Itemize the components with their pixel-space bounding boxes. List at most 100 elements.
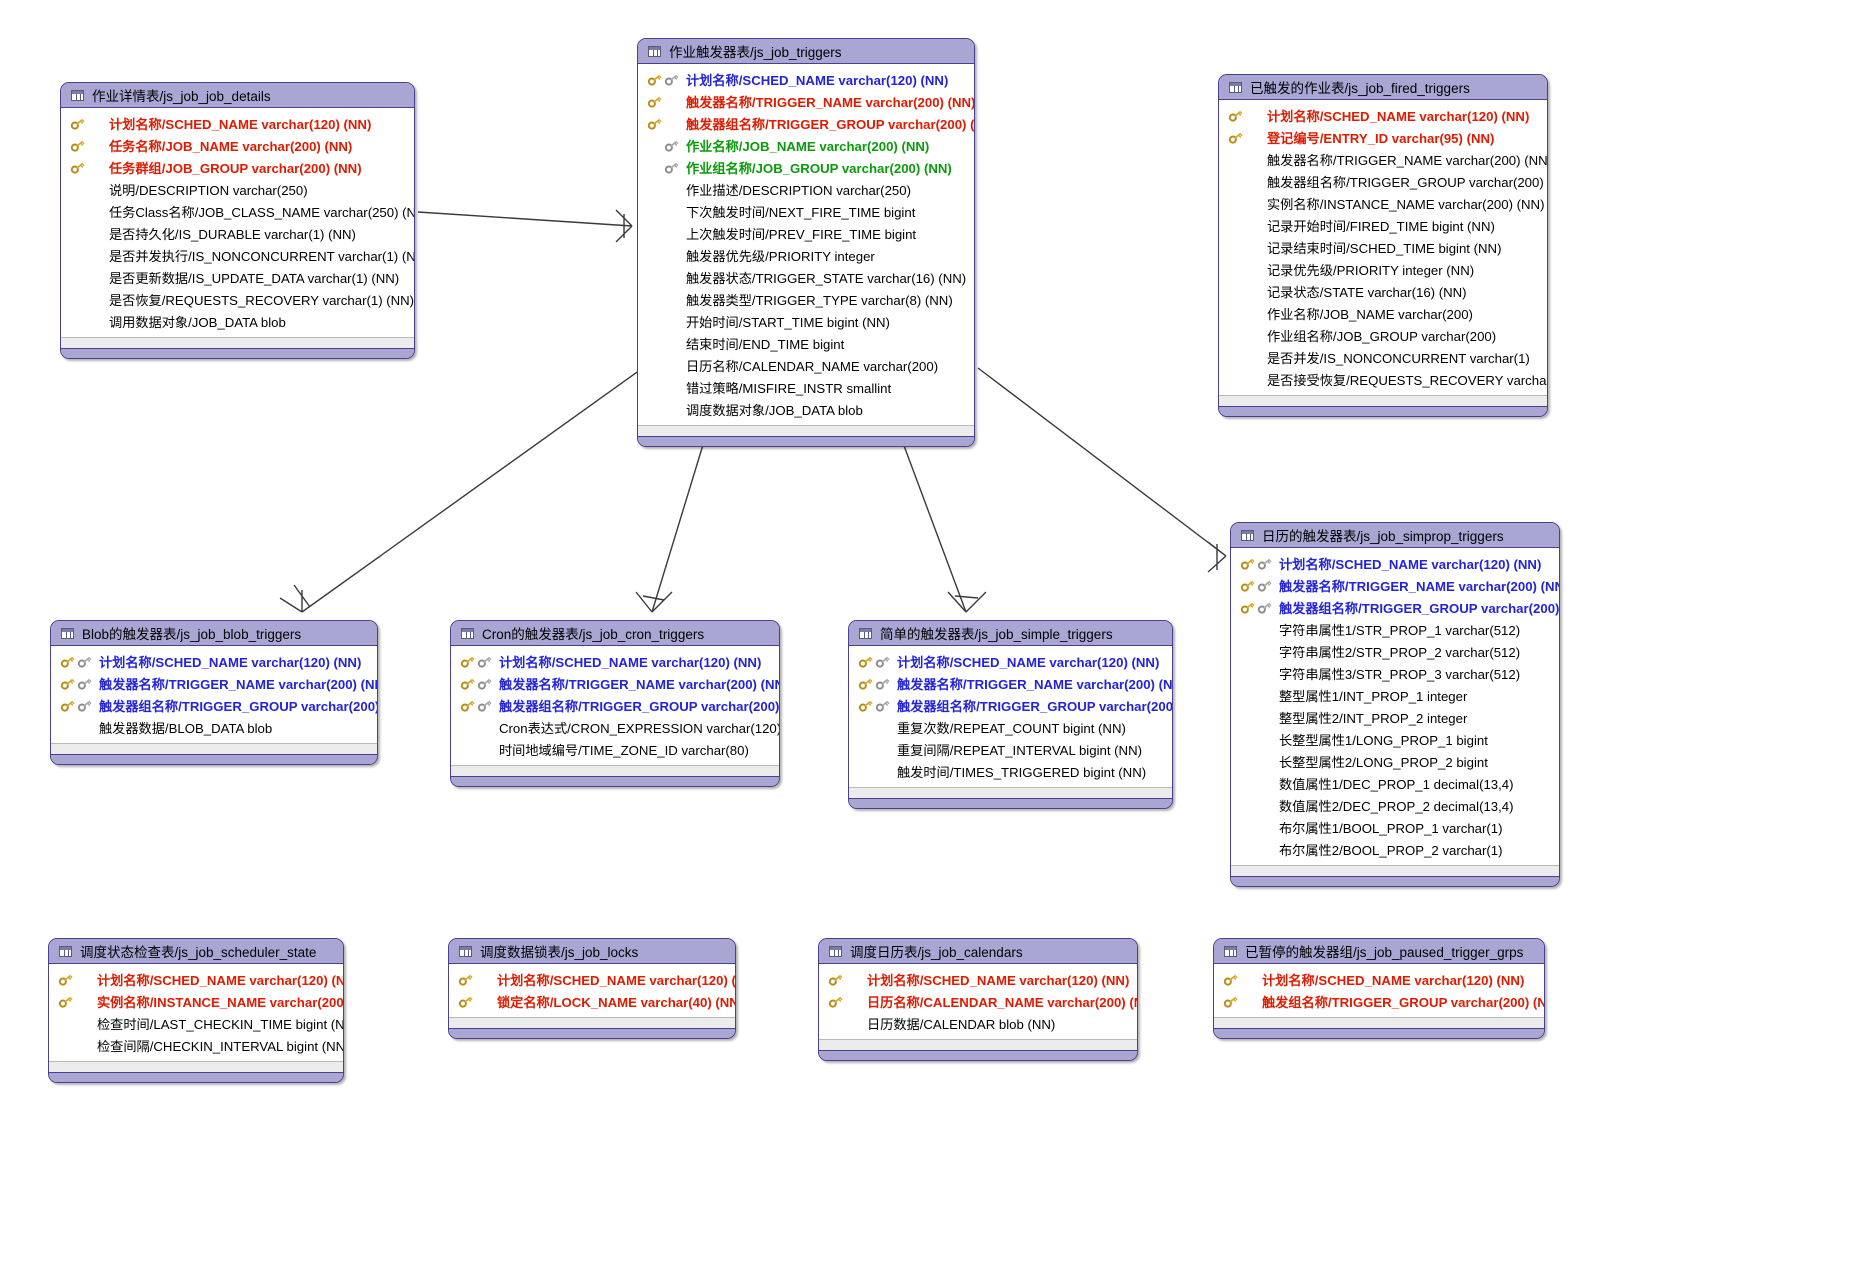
entity-header-blob_triggers[interactable]: Blob的触发器表/js_job_blob_triggers [51,621,377,646]
attribute-row[interactable]: 字符串属性1/STR_PROP_1 varchar(512) [1239,618,1551,640]
entity-locks[interactable]: 调度数据锁表/js_job_locks 计划名称/SCHED_NAME varch… [448,938,736,1039]
attribute-row[interactable]: 记录优先级/PRIORITY integer (NN) [1227,258,1539,280]
attribute-row[interactable]: 作业名称/JOB_NAME varchar(200) (NN) [646,134,966,156]
attribute-row[interactable]: 触发器数据/BLOB_DATA blob [59,716,369,738]
entity-header-cron_triggers[interactable]: Cron的触发器表/js_job_cron_triggers [451,621,779,646]
attribute-row[interactable]: 触发组名称/TRIGGER_GROUP varchar(200) (NN) [1222,990,1544,1012]
entity-header-simprop_triggers[interactable]: 日历的触发器表/js_job_simprop_triggers [1231,523,1559,548]
attribute-row[interactable]: 记录状态/STATE varchar(16) (NN) [1227,280,1539,302]
attribute-row[interactable]: 计划名称/SCHED_NAME varchar(120) (NN) [827,968,1129,990]
attribute-row[interactable]: 触发器组名称/TRIGGER_GROUP varchar(200) (NN) [646,112,974,134]
attribute-row[interactable]: 触发器组名称/TRIGGER_GROUP varchar(200) (NN) [59,694,377,716]
attribute-row[interactable]: 数值属性1/DEC_PROP_1 decimal(13,4) [1239,772,1551,794]
attribute-row[interactable]: 锁定名称/LOCK_NAME varchar(40) (NN) [457,990,735,1012]
entity-calendars[interactable]: 调度日历表/js_job_calendars 计划名称/SCHED_NAME va… [818,938,1138,1061]
attribute-row[interactable]: 是否并发/IS_NONCONCURRENT varchar(1) [1227,346,1539,368]
attribute-row[interactable]: 计划名称/SCHED_NAME varchar(120) (NN) [69,112,406,134]
attribute-row[interactable]: 记录结束时间/SCHED_TIME bigint (NN) [1227,236,1539,258]
entity-simple_triggers[interactable]: 简单的触发器表/js_job_simple_triggers 计划名称/SCHED… [848,620,1173,809]
attribute-row[interactable]: 登记编号/ENTRY_ID varchar(95) (NN) [1227,126,1539,148]
attribute-row[interactable]: 下次触发时间/NEXT_FIRE_TIME bigint [646,200,966,222]
attribute-row[interactable]: 计划名称/SCHED_NAME varchar(120) (NN) [1222,968,1536,990]
attribute-row[interactable]: 是否并发执行/IS_NONCONCURRENT varchar(1) (NN) [69,244,414,266]
attribute-row[interactable]: 布尔属性1/BOOL_PROP_1 varchar(1) [1239,816,1551,838]
attribute-row[interactable]: 触发器优先级/PRIORITY integer [646,244,966,266]
attribute-row[interactable]: 字符串属性2/STR_PROP_2 varchar(512) [1239,640,1551,662]
attribute-row[interactable]: 是否更新数据/IS_UPDATE_DATA varchar(1) (NN) [69,266,406,288]
entity-fired_triggers[interactable]: 已触发的作业表/js_job_fired_triggers 计划名称/SCHED_… [1218,74,1548,417]
attribute-row[interactable]: 触发器名称/TRIGGER_NAME varchar(200) (NN) [1239,574,1559,596]
entity-header-paused_trigger_grps[interactable]: 已暂停的触发器组/js_job_paused_trigger_grps [1214,939,1544,964]
attribute-row[interactable]: 错过策略/MISFIRE_INSTR smallint [646,376,966,398]
attribute-row[interactable]: Cron表达式/CRON_EXPRESSION varchar(120) (NN… [459,716,779,738]
entity-job_triggers[interactable]: 作业触发器表/js_job_triggers 计划名称/SCHED_NAME va… [637,38,975,447]
attribute-row[interactable]: 触发器组名称/TRIGGER_GROUP varchar(200) (NN) [1239,596,1559,618]
attribute-row[interactable]: 计划名称/SCHED_NAME varchar(120) (NN) [646,68,966,90]
attribute-row[interactable]: 任务名称/JOB_NAME varchar(200) (NN) [69,134,406,156]
attribute-row[interactable]: 任务Class名称/JOB_CLASS_NAME varchar(250) (N… [69,200,414,222]
entity-cron_triggers[interactable]: Cron的触发器表/js_job_cron_triggers 计划名称/SCHED… [450,620,780,787]
attribute-row[interactable]: 实例名称/INSTANCE_NAME varchar(200) (NN) [1227,192,1544,214]
attribute-row[interactable]: 触发器组名称/TRIGGER_GROUP varchar(200) (NN) [857,694,1172,716]
attribute-row[interactable]: 计划名称/SCHED_NAME varchar(120) (NN) [457,968,735,990]
attribute-row[interactable]: 上次触发时间/PREV_FIRE_TIME bigint [646,222,966,244]
attribute-row[interactable]: 长整型属性1/LONG_PROP_1 bigint [1239,728,1551,750]
entity-header-locks[interactable]: 调度数据锁表/js_job_locks [449,939,735,964]
entity-blob_triggers[interactable]: Blob的触发器表/js_job_blob_triggers 计划名称/SCHED… [50,620,378,765]
attribute-row[interactable]: 触发时间/TIMES_TRIGGERED bigint (NN) [857,760,1164,782]
attribute-row[interactable]: 计划名称/SCHED_NAME varchar(120) (NN) [59,650,369,672]
attribute-row[interactable]: 计划名称/SCHED_NAME varchar(120) (NN) [1227,104,1539,126]
attribute-row[interactable]: 触发器组名称/TRIGGER_GROUP varchar(200) (NN) [459,694,779,716]
entity-scheduler_state[interactable]: 调度状态检查表/js_job_scheduler_state 计划名称/SCHED… [48,938,344,1083]
attribute-row[interactable]: 字符串属性3/STR_PROP_3 varchar(512) [1239,662,1551,684]
entity-header-simple_triggers[interactable]: 简单的触发器表/js_job_simple_triggers [849,621,1172,646]
entity-header-scheduler_state[interactable]: 调度状态检查表/js_job_scheduler_state [49,939,343,964]
entity-job_details[interactable]: 作业详情表/js_job_job_details 计划名称/SCHED_NAME … [60,82,415,359]
attribute-row[interactable]: 作业组名称/JOB_GROUP varchar(200) [1227,324,1539,346]
attribute-row[interactable]: 计划名称/SCHED_NAME varchar(120) (NN) [57,968,343,990]
attribute-row[interactable]: 开始时间/START_TIME bigint (NN) [646,310,966,332]
attribute-row[interactable]: 触发器名称/TRIGGER_NAME varchar(200) (NN) [459,672,779,694]
attribute-row[interactable]: 实例名称/INSTANCE_NAME varchar(200) (NN) [57,990,343,1012]
entity-header-job_details[interactable]: 作业详情表/js_job_job_details [61,83,414,108]
attribute-row[interactable]: 调用数据对象/JOB_DATA blob [69,310,406,332]
attribute-row[interactable]: 日历名称/CALENDAR_NAME varchar(200) (NN) [827,990,1137,1012]
entity-header-calendars[interactable]: 调度日历表/js_job_calendars [819,939,1137,964]
attribute-row[interactable]: 整型属性1/INT_PROP_1 integer [1239,684,1551,706]
attribute-row[interactable]: 时间地域编号/TIME_ZONE_ID varchar(80) [459,738,771,760]
attribute-row[interactable]: 记录开始时间/FIRED_TIME bigint (NN) [1227,214,1539,236]
attribute-row[interactable]: 重复次数/REPEAT_COUNT bigint (NN) [857,716,1164,738]
attribute-row[interactable]: 触发器名称/TRIGGER_NAME varchar(200) (NN) [646,90,974,112]
attribute-row[interactable]: 触发器状态/TRIGGER_STATE varchar(16) (NN) [646,266,966,288]
attribute-row[interactable]: 长整型属性2/LONG_PROP_2 bigint [1239,750,1551,772]
attribute-row[interactable]: 重复间隔/REPEAT_INTERVAL bigint (NN) [857,738,1164,760]
attribute-row[interactable]: 结束时间/END_TIME bigint [646,332,966,354]
attribute-row[interactable]: 触发器名称/TRIGGER_NAME varchar(200) (NN) [59,672,377,694]
attribute-row[interactable]: 日历数据/CALENDAR blob (NN) [827,1012,1129,1034]
attribute-row[interactable]: 日历名称/CALENDAR_NAME varchar(200) [646,354,966,376]
entity-simprop_triggers[interactable]: 日历的触发器表/js_job_simprop_triggers 计划名称/SCHE… [1230,522,1560,887]
attribute-row[interactable]: 数值属性2/DEC_PROP_2 decimal(13,4) [1239,794,1551,816]
attribute-row[interactable]: 作业描述/DESCRIPTION varchar(250) [646,178,966,200]
attribute-row[interactable]: 检查间隔/CHECKIN_INTERVAL bigint (NN) [57,1034,343,1056]
attribute-row[interactable]: 触发器名称/TRIGGER_NAME varchar(200) (NN) [1227,148,1547,170]
attribute-row[interactable]: 调度数据对象/JOB_DATA blob [646,398,966,420]
attribute-row[interactable]: 计划名称/SCHED_NAME varchar(120) (NN) [459,650,771,672]
attribute-row[interactable]: 检查时间/LAST_CHECKIN_TIME bigint (NN) [57,1012,343,1034]
attribute-row[interactable]: 触发器名称/TRIGGER_NAME varchar(200) (NN) [857,672,1172,694]
attribute-row[interactable]: 布尔属性2/BOOL_PROP_2 varchar(1) [1239,838,1551,860]
attribute-row[interactable]: 计划名称/SCHED_NAME varchar(120) (NN) [1239,552,1551,574]
entity-header-job_triggers[interactable]: 作业触发器表/js_job_triggers [638,39,974,64]
entity-header-fired_triggers[interactable]: 已触发的作业表/js_job_fired_triggers [1219,75,1547,100]
attribute-row[interactable]: 任务群组/JOB_GROUP varchar(200) (NN) [69,156,406,178]
attribute-row[interactable]: 是否恢复/REQUESTS_RECOVERY varchar(1) (NN) [69,288,414,310]
entity-paused_trigger_grps[interactable]: 已暂停的触发器组/js_job_paused_trigger_grps 计划名称/… [1213,938,1545,1039]
attribute-row[interactable]: 作业名称/JOB_NAME varchar(200) [1227,302,1539,324]
attribute-row[interactable]: 作业组名称/JOB_GROUP varchar(200) (NN) [646,156,966,178]
attribute-row[interactable]: 触发器组名称/TRIGGER_GROUP varchar(200) (NN) [1227,170,1547,192]
attribute-row[interactable]: 是否持久化/IS_DURABLE varchar(1) (NN) [69,222,406,244]
attribute-row[interactable]: 触发器类型/TRIGGER_TYPE varchar(8) (NN) [646,288,966,310]
attribute-row[interactable]: 计划名称/SCHED_NAME varchar(120) (NN) [857,650,1164,672]
attribute-row[interactable]: 说明/DESCRIPTION varchar(250) [69,178,406,200]
attribute-row[interactable]: 整型属性2/INT_PROP_2 integer [1239,706,1551,728]
